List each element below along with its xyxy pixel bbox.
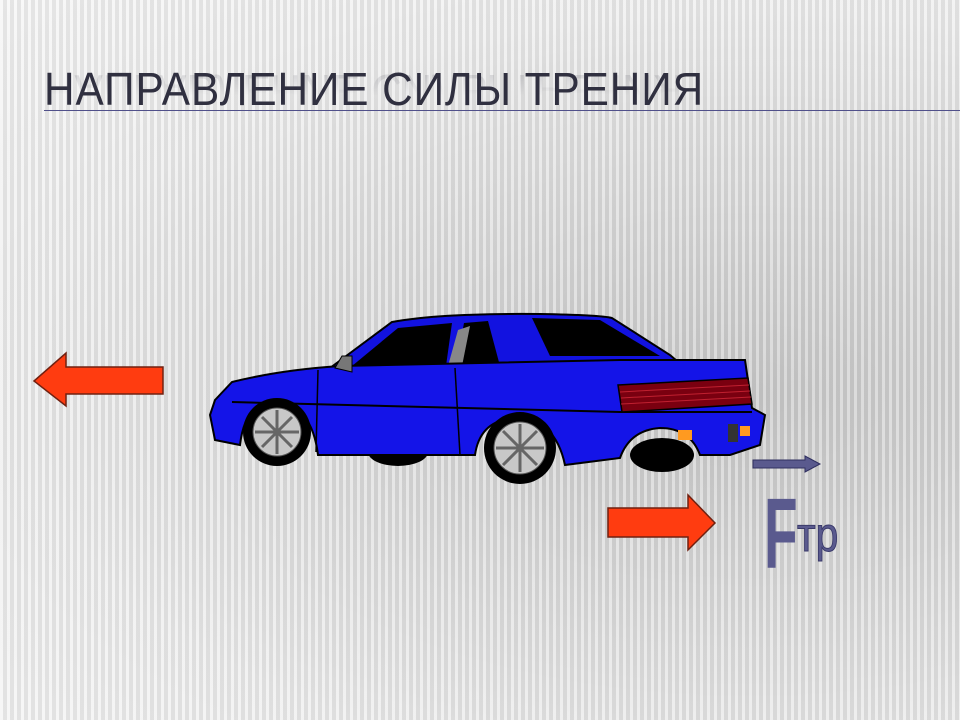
title-underline xyxy=(44,110,960,111)
friction-arrow-right xyxy=(607,493,717,552)
slide-title: НАПРАВЛЕНИЕ СИЛЫ ТРЕНИЯ xyxy=(44,63,705,115)
vector-arrow-icon xyxy=(752,455,822,473)
car-illustration xyxy=(208,312,767,484)
force-symbol: F xyxy=(764,478,798,590)
motion-arrow-left xyxy=(32,351,164,408)
force-subscript: тр xyxy=(797,509,839,562)
